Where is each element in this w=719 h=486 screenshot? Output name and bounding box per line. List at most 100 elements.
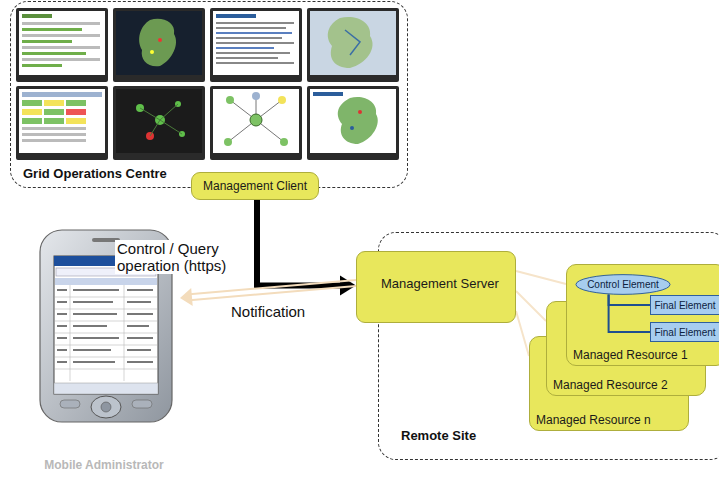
connector-line [516, 271, 566, 284]
edge-label: Notification [229, 303, 307, 320]
drawing-part [55, 278, 157, 285]
drawing-part [66, 118, 86, 124]
drawing-part [328, 17, 373, 68]
drawing-part [22, 118, 42, 124]
drawing-part [310, 89, 396, 153]
element-label: Control Element [587, 279, 659, 290]
element-label: Final Element [654, 327, 715, 338]
drawing-part [22, 58, 100, 61]
drawing-part [210, 86, 302, 160]
edge-label: Control / Query operation (https) [115, 240, 245, 274]
drawing-part [55, 309, 157, 310]
ellipse-shape [576, 275, 670, 295]
drawing-part [224, 138, 232, 146]
drawing-part [216, 52, 290, 54]
connector-line [190, 280, 356, 294]
connector-line [516, 311, 529, 356]
element-ellipse: Control Element [575, 274, 671, 295]
drawing-part [216, 22, 294, 24]
drawing-part [57, 361, 67, 363]
drawing-part [210, 8, 302, 82]
drawing-part [55, 321, 157, 322]
drawing-part [22, 22, 100, 25]
drawing-part [57, 301, 67, 303]
drawing-part [313, 92, 343, 96]
drawing-part [124, 285, 125, 381]
drawing-part [250, 114, 262, 126]
drawing-part [55, 369, 157, 370]
drawing-part [310, 11, 396, 75]
drawing-part [113, 8, 205, 82]
region-outline: Remote SiteManagement ServerManaged Reso… [378, 232, 719, 460]
drawing-part [19, 89, 105, 153]
drawing-part [54, 383, 158, 394]
drawing-part [73, 361, 115, 363]
drawing-part [116, 89, 202, 153]
drawing-part [22, 46, 100, 49]
drawing-part [55, 285, 157, 381]
connector-line [257, 200, 343, 286]
label-anchor: Notification [229, 303, 307, 320]
drawing-part [216, 62, 294, 64]
drawing-part [73, 301, 113, 303]
drawing-part [19, 11, 105, 75]
drawing-part [280, 138, 288, 146]
drawing-part [307, 8, 399, 82]
region-title: Remote Site [401, 428, 476, 443]
client-box: Management Client [191, 172, 319, 200]
drawing-part [16, 8, 108, 82]
drawing-part [127, 349, 151, 351]
drawing-part [252, 92, 260, 100]
drawing-part [213, 11, 299, 75]
drawing-part [158, 38, 162, 42]
drawing-part [101, 402, 111, 412]
drawing-part [73, 337, 119, 339]
drawing-part [22, 127, 86, 130]
drawing-part [150, 50, 154, 54]
drawing-part [127, 289, 153, 291]
resource-box: Managed Resource 1Control ElementFinal E… [566, 264, 719, 366]
drawing-part [73, 349, 111, 351]
drawing-part [22, 64, 62, 67]
screen-thumbnails [16, 8, 399, 160]
drawing-part [73, 313, 117, 315]
drawing-part [57, 349, 67, 351]
drawing-part [22, 139, 86, 142]
element-box: Final Element [650, 322, 719, 342]
drawing-part [73, 289, 119, 291]
drawing-part [127, 361, 153, 363]
drawing-part [127, 313, 153, 315]
box-label: Managed Resource 2 [553, 378, 668, 392]
element-label: Final Element [654, 300, 715, 311]
drawing-part [55, 357, 157, 358]
drawing-part [132, 400, 152, 408]
drawing-part [22, 100, 42, 106]
drawing-part [350, 126, 354, 130]
drawing-part [216, 57, 278, 59]
connector [609, 295, 650, 305]
drawing-part [57, 337, 67, 339]
connector-line [516, 291, 546, 321]
connector-line [190, 286, 356, 300]
drawing-part [60, 400, 80, 408]
box-label: Managed Resource n [536, 413, 651, 427]
drawing-part [216, 32, 292, 34]
drawing-part [66, 100, 86, 106]
drawing-part [127, 337, 153, 339]
drawing-part [338, 97, 378, 144]
drawing-part [116, 11, 202, 75]
drawing-part [66, 109, 86, 115]
drawing-part [22, 92, 102, 97]
region-title: Grid Operations Centre [23, 166, 167, 181]
drawing-part [216, 37, 282, 39]
drawing-part [91, 396, 121, 418]
drawing-part [307, 86, 399, 160]
drawing-part [22, 14, 52, 18]
drawing-part [22, 34, 100, 37]
drawing-part [57, 313, 67, 315]
drawing-part [44, 109, 64, 115]
drawing-part [113, 86, 205, 160]
drawing-part [139, 19, 176, 67]
connector [516, 271, 566, 284]
connector-line [609, 295, 650, 305]
